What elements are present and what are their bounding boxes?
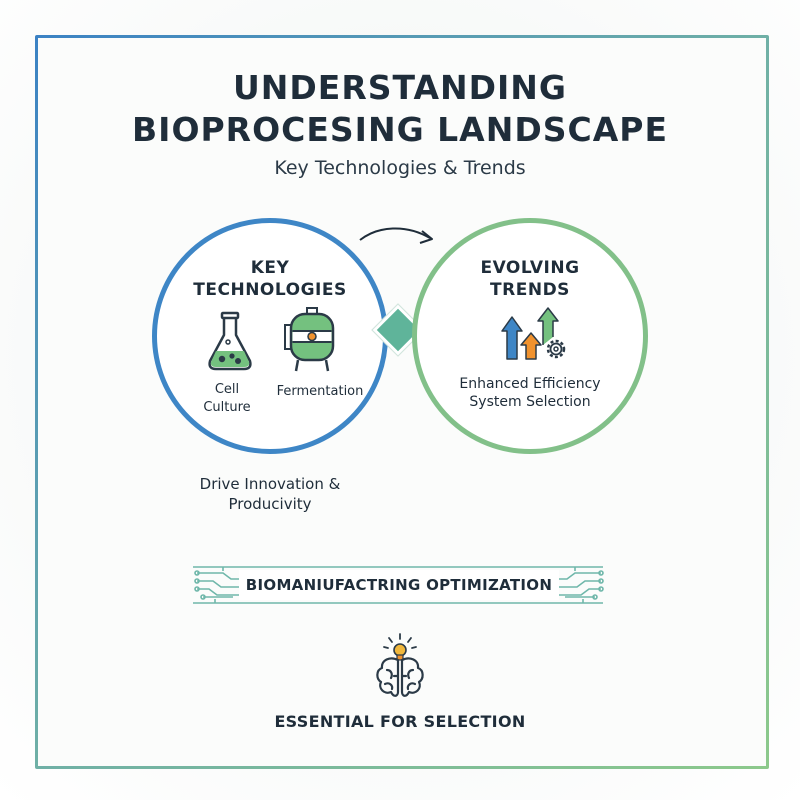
key-technologies-circle: KEY TECHNOLOGIES Cell Culture Fermentati…	[152, 218, 388, 454]
evolving-trends-circle: EVOLVING TRENDS Enhanced Efficiency Syst…	[412, 218, 648, 454]
trend-arrows-gear-icon	[501, 307, 566, 360]
key-technologies-title-1: KEY	[250, 258, 290, 278]
circuit-pattern-icon	[193, 566, 604, 604]
tagline-line-1: Drive Innovation &	[199, 475, 341, 493]
banner-label: BIOMANIUFACTRING OPTIMIZATION	[239, 570, 559, 600]
optimization-banner: BIOMANIUFACTRING OPTIMIZATION	[193, 563, 605, 607]
tagline-line-2: Producivity	[228, 495, 312, 513]
fermentation-label: Fermentation	[276, 384, 364, 399]
subtitle: Key Technologies & Trends	[274, 157, 526, 179]
enhanced-efficiency-text: Enhanced Efficiency	[459, 376, 601, 392]
system-selection-text: System Selection	[469, 394, 591, 410]
evolving-trends-title-1: EVOLVING	[480, 258, 580, 278]
footer-label: ESSENTIAL FOR SELECTION	[274, 712, 526, 731]
fermenter-tank-icon	[284, 307, 335, 372]
flask-icon	[208, 311, 252, 371]
cell-culture-label-1: Cell	[214, 382, 240, 397]
key-technologies-title-2: TECHNOLOGIES	[193, 280, 347, 300]
cell-culture-label-2: Culture	[203, 400, 251, 415]
title-line-1: UNDERSTANDING	[232, 68, 567, 107]
brain-lightbulb-icon	[376, 633, 424, 697]
evolving-trends-title-2: TRENDS	[490, 280, 570, 300]
curved-arrow-icon	[359, 227, 433, 244]
title-line-2: BIOPROCESING LANDSCAPE	[132, 110, 668, 149]
